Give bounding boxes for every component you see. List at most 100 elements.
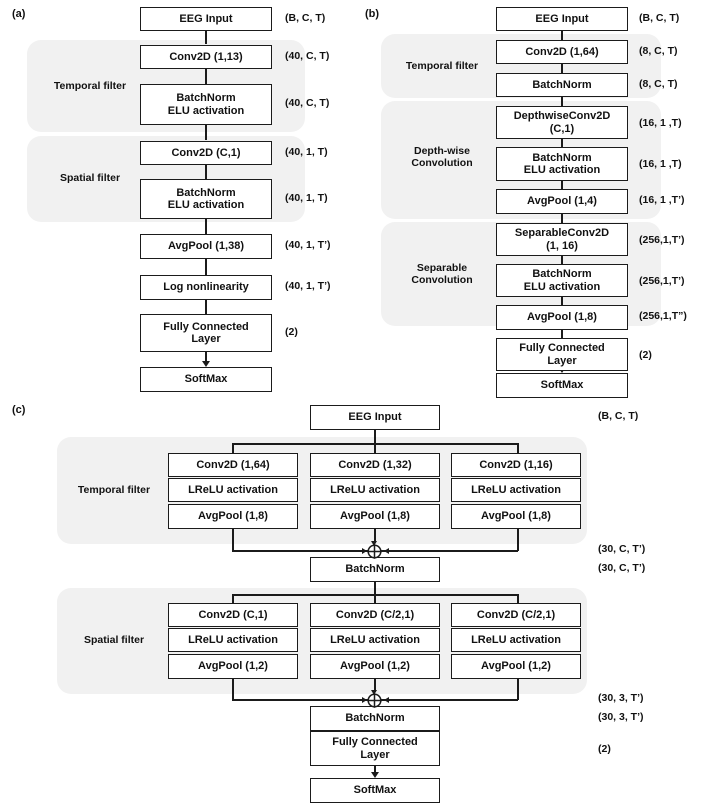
panel-b-block-fully-connected[interactable]: Fully Connected Layer [496,338,628,371]
panel-a-block-fully-connected[interactable]: Fully Connected Layer [140,314,272,352]
panel-a-block-log-nonlinearity[interactable]: Log nonlinearity [140,275,272,300]
panel-a-shape-annotation: (40, C, T) [285,50,330,62]
panel-c-spatial-branch-3-conv[interactable]: Conv2D (C/2,1) [451,603,581,627]
panel-b-connector [561,31,563,40]
panel-b-connector [561,139,563,147]
panel-c-merge-1-right-marker [384,548,389,554]
panel-c-shape-annotation-merge-1: (30, C, T’) [598,543,646,555]
panel-b-block-batchnorm-elu-separable[interactable]: BatchNorm ELU activation [496,264,628,297]
panel-a-block-batchnorm-elu-spatial[interactable]: BatchNorm ELU activation [140,179,272,219]
panel-c-block-batchnorm-1[interactable]: BatchNorm [310,557,440,582]
panel-b-block-avgpool-1-8[interactable]: AvgPool (1,8) [496,305,628,330]
panel-a-shape-annotation: (40, 1, T’) [285,239,331,251]
panel-a-shape-annotation: (40, 1, T) [285,192,328,204]
panel-a-connector [205,125,207,140]
panel-b-block-batchnorm-elu[interactable]: BatchNorm ELU activation [496,147,628,181]
panel-b-shape-annotation: (B, C, T) [639,12,680,24]
panel-c-connector [374,582,376,595]
panel-c-temporal-branch-1-pool[interactable]: AvgPool (1,8) [168,504,298,529]
panel-a-connector [205,31,207,44]
panel-b-connector [561,64,563,73]
panel-b-connector [561,181,563,189]
panel-c-connector [517,679,519,700]
panel-b-block-avgpool-1-4[interactable]: AvgPool (1,4) [496,189,628,214]
panel-a-block-conv2d[interactable]: Conv2D (1,13) [140,45,272,69]
panel-a-connector [205,259,207,275]
panel-b-temporal-filter-label: Temporal filter [405,59,479,72]
panel-a-connector [205,165,207,179]
panel-c-connector [374,594,376,604]
panel-a-connector [205,300,207,314]
panel-c-spatial-branch-2-pool[interactable]: AvgPool (1,2) [310,654,440,679]
panel-c-block-softmax[interactable]: SoftMax [310,778,440,803]
panel-a-block-conv2d-spatial[interactable]: Conv2D (C,1) [140,141,272,165]
panel-c-connector [374,679,376,692]
panel-b-block-eeg-input[interactable]: EEG Input [496,7,628,31]
panel-c-spatial-branch-2-conv[interactable]: Conv2D (C/2,1) [310,603,440,627]
panel-a-shape-annotation: (40, 1, T) [285,146,328,158]
panel-b-block-conv2d[interactable]: Conv2D (1,64) [496,40,628,64]
panel-a-block-batchnorm-elu[interactable]: BatchNorm ELU activation [140,84,272,125]
panel-c-shape-annotation-batchnorm-2: (30, 3, T’) [598,711,644,723]
panel-b-connector [561,330,563,338]
panel-a-spatial-filter-label: Spatial filter [59,171,121,184]
panel-c-temporal-branch-2-activation[interactable]: LReLU activation [310,478,440,502]
panel-c-connector [374,443,376,454]
panel-a-arrowhead [201,361,210,367]
panel-a-temporal-filter-label: Temporal filter [53,79,127,92]
panel-c-temporal-branch-2-pool[interactable]: AvgPool (1,8) [310,504,440,529]
panel-b-block-depthwise-conv2d[interactable]: DepthwiseConv2D (C,1) [496,106,628,139]
panel-c-spatial-branch-3-pool[interactable]: AvgPool (1,2) [451,654,581,679]
panel-c-shape-annotation-input: (B, C, T) [598,410,639,422]
panel-b-block-batchnorm[interactable]: BatchNorm [496,73,628,97]
panel-c-temporal-branch-3-pool[interactable]: AvgPool (1,8) [451,504,581,529]
panel-c-spatial-branch-1-pool[interactable]: AvgPool (1,2) [168,654,298,679]
panel-a-block-eeg-input[interactable]: EEG Input [140,7,272,31]
panel-a-shape-annotation: (40, 1, T’) [285,280,331,292]
panel-c-spatial-branch-2-activation[interactable]: LReLU activation [310,628,440,652]
panel-c-temporal-branch-1-activation[interactable]: LReLU activation [168,478,298,502]
panel-c-letter: (c) [12,404,26,416]
panel-a-connector [205,219,207,234]
panel-c-connector [374,766,376,774]
panel-b-block-softmax[interactable]: SoftMax [496,373,628,398]
panel-b-block-separable-conv2d[interactable]: SeparableConv2D (1, 16) [496,223,628,256]
panel-b-shape-annotation: (8, C, T) [639,45,678,57]
panel-c-connector [517,594,519,604]
panel-c-connector [232,679,234,700]
panel-c-spatial-branch-1-conv[interactable]: Conv2D (C,1) [168,603,298,627]
panel-c-block-eeg-input[interactable]: EEG Input [310,405,440,430]
panel-c-merge-2-oplus-icon [366,692,383,709]
panel-c-spatial-branch-1-activation[interactable]: LReLU activation [168,628,298,652]
panel-c-connector [232,443,234,454]
panel-c-shape-annotation-merge-2: (30, 3, T’) [598,692,644,704]
panel-b-connector [561,297,563,305]
panel-b-depthwise-label: Depth-wise Convolution [411,144,473,169]
panel-c-merge-2-right-marker [384,697,389,703]
panel-b-shape-annotation: (256,1,T’) [639,234,685,246]
panel-b-connector [561,256,563,264]
panel-c-connector [232,594,234,604]
panel-b-connector [561,97,563,106]
panel-c-temporal-branch-3-activation[interactable]: LReLU activation [451,478,581,502]
panel-a-block-softmax[interactable]: SoftMax [140,367,272,392]
panel-c-connector [374,529,376,543]
panel-c-merge-2-left-marker [362,697,367,703]
panel-c-shape-annotation-batchnorm-1: (30, C, T’) [598,562,646,574]
panel-c-temporal-branch-3-conv[interactable]: Conv2D (1,16) [451,453,581,477]
panel-a-shape-annotation: (B, C, T) [285,12,326,24]
panel-b-separable-label: Separable Convolution [411,261,473,286]
panel-a-connector [205,69,207,84]
panel-c-temporal-branch-1-conv[interactable]: Conv2D (1,64) [168,453,298,477]
panel-c-merge-2-down-marker [371,690,377,695]
panel-a-connector [205,352,207,363]
panel-c-block-fully-connected[interactable]: Fully Connected Layer [310,731,440,766]
panel-c-spatial-filter-label: Spatial filter [83,633,145,646]
panel-c-block-batchnorm-2[interactable]: BatchNorm [310,706,440,731]
panel-c-temporal-branch-2-conv[interactable]: Conv2D (1,32) [310,453,440,477]
panel-a-block-avgpool[interactable]: AvgPool (1,38) [140,234,272,259]
panel-c-spatial-branch-3-activation[interactable]: LReLU activation [451,628,581,652]
panel-b-shape-annotation: (2) [639,349,652,361]
panel-c-connector [374,430,376,444]
